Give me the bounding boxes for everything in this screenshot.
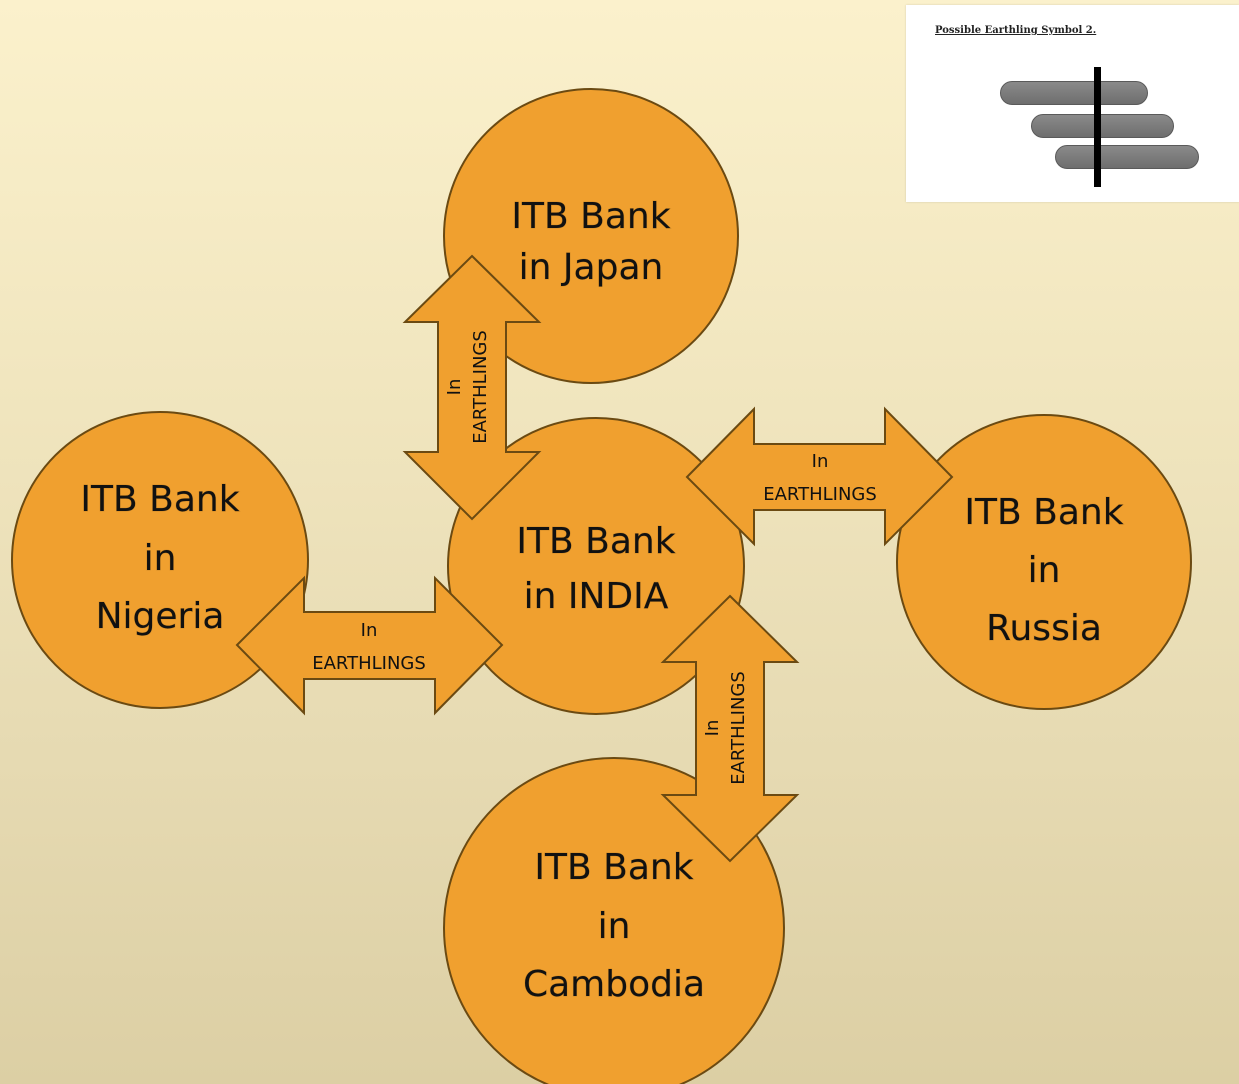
arrow-india-cambodia-label-line1: In [702,720,723,737]
node-india-label-line2: in INDIA [524,576,669,617]
node-cambodia-label-line2: in [598,906,631,947]
node-cambodia-label-line3: Cambodia [523,964,705,1005]
node-nigeria-label-line1: ITB Bank [80,479,239,520]
arrow-india-cambodia [660,594,800,863]
node-nigeria [11,411,309,709]
node-cambodia-label-line1: ITB Bank [534,847,693,888]
arrow-india-japan-label-line1: In [444,379,465,396]
arrow-india-cambodia-label-line2: EARTHLINGS [728,671,749,785]
earthling-symbol-panel: Possible Earthling Symbol 2. [906,5,1239,202]
symbol-caption: Possible Earthling Symbol 2. [935,25,1097,36]
arrow-india-japan [402,254,542,521]
node-russia-label-line3: Russia [986,608,1102,649]
node-nigeria-label-line3: Nigeria [96,596,225,637]
node-cambodia-circle [443,757,785,1084]
arrow-india-russia [685,406,954,547]
node-india-label-line1: ITB Bank [516,521,675,562]
node-cambodia [443,757,785,1084]
symbol-vertical-bar [1094,67,1101,187]
node-russia-circle [896,414,1192,710]
node-india-circle [447,417,745,715]
node-india [447,417,745,715]
arrow-india-russia-label-line2: EARTHLINGS [763,484,877,505]
node-nigeria-circle [11,411,309,709]
arrow-india-nigeria [235,575,504,716]
node-russia-label-line2: in [1028,550,1061,591]
node-russia [896,414,1192,710]
node-japan-label-line2: in Japan [519,247,664,288]
node-japan-label-line1: ITB Bank [511,196,670,237]
node-nigeria-label-line2: in [144,538,177,579]
symbol-pill-bottom [1055,145,1199,169]
arrow-india-nigeria-label-line1: In [361,620,378,641]
symbol-pill-middle [1031,114,1174,138]
node-russia-label-line1: ITB Bank [964,492,1123,533]
symbol-pill-top [1000,81,1148,105]
arrow-india-japan-label-line2: EARTHLINGS [470,330,491,444]
arrow-india-russia-label-line1: In [812,451,829,472]
arrow-india-nigeria-label-line2: EARTHLINGS [312,653,426,674]
